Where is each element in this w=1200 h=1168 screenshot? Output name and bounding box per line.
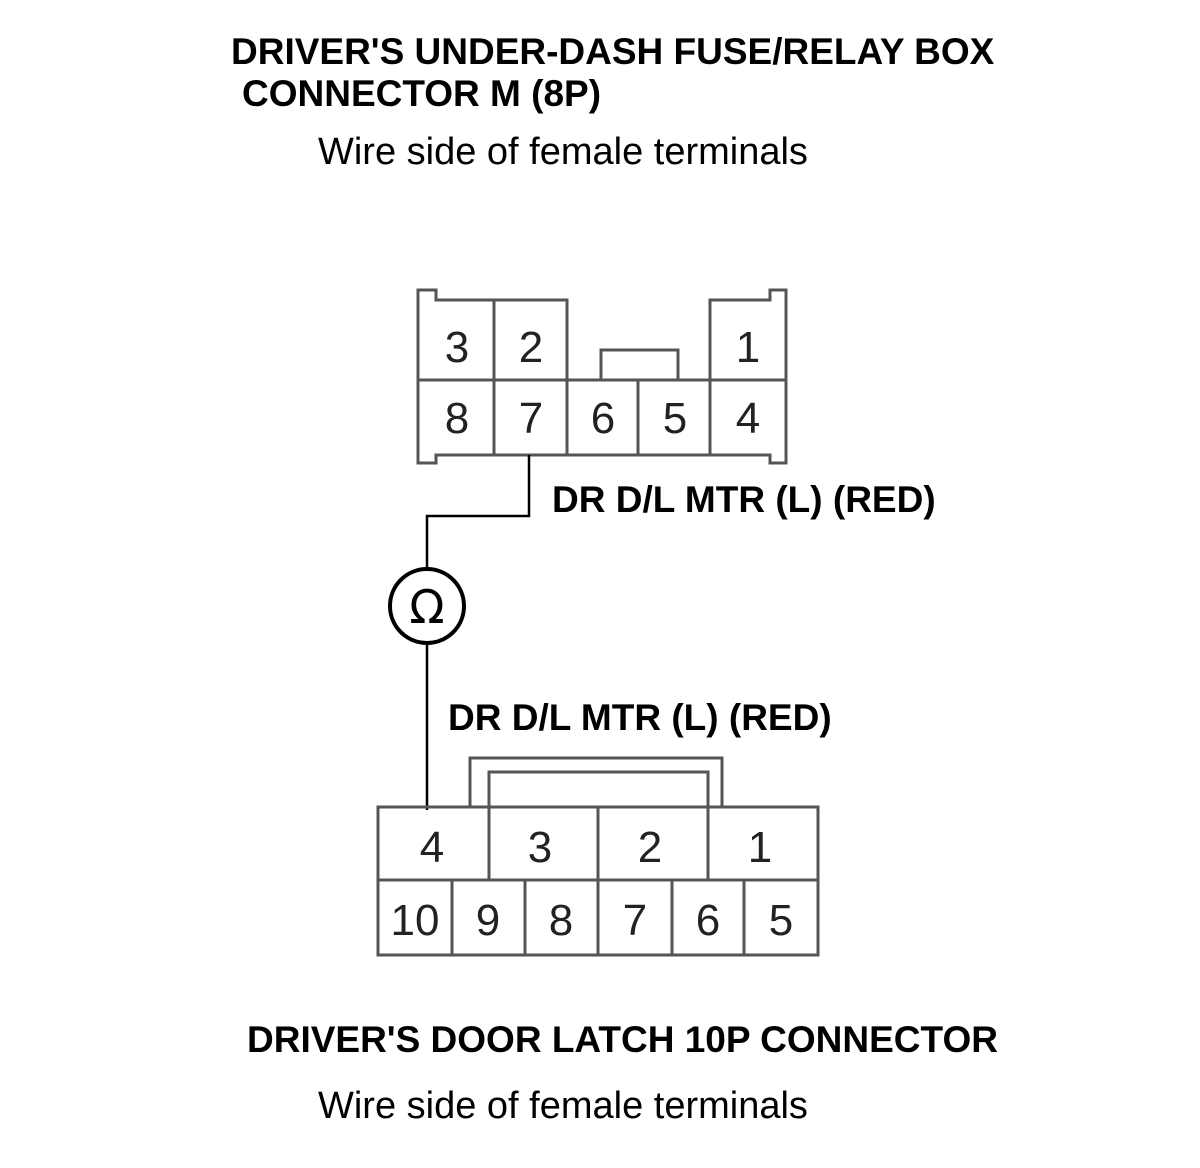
- pin-label: 7: [623, 896, 647, 945]
- pin-label: 2: [519, 323, 543, 372]
- pin-label: 6: [696, 896, 720, 945]
- pin-label: 3: [445, 323, 469, 372]
- door-latch-10p-connector: [376, 756, 820, 957]
- wire-label-lower: DR D/L MTR (L) (RED): [448, 697, 832, 738]
- fuse-relay-connector-m: [416, 288, 788, 465]
- top-connector-title-line2: CONNECTOR M (8P): [242, 73, 602, 114]
- wire-upper: [425, 455, 531, 568]
- pin-label: 10: [391, 896, 440, 945]
- ohm-symbol: Ω: [409, 580, 444, 634]
- bottom-connector-subtitle: Wire side of female terminals: [318, 1085, 808, 1127]
- pin-label: 8: [445, 394, 469, 443]
- pin-label: 3: [528, 823, 552, 872]
- pin-label: 2: [638, 823, 662, 872]
- pin-label: 5: [769, 896, 793, 945]
- top-connector-subtitle: Wire side of female terminals: [318, 131, 808, 173]
- pin-label: 4: [420, 823, 444, 872]
- pin-label: 1: [736, 323, 760, 372]
- bottom-connector-title: DRIVER'S DOOR LATCH 10P CONNECTOR: [247, 1019, 998, 1060]
- pin-label: 7: [519, 394, 543, 443]
- pin-label: 4: [736, 394, 760, 443]
- pin-label: 6: [591, 394, 615, 443]
- pin-label: 5: [663, 394, 687, 443]
- wire-label-upper: DR D/L MTR (L) (RED): [552, 479, 936, 520]
- pin-label: 9: [476, 896, 500, 945]
- ohmmeter-icon: Ω: [388, 567, 466, 645]
- top-connector-title-line1: DRIVER'S UNDER-DASH FUSE/RELAY BOX: [231, 31, 995, 72]
- pin-label: 1: [748, 823, 772, 872]
- pin-label: 8: [549, 896, 573, 945]
